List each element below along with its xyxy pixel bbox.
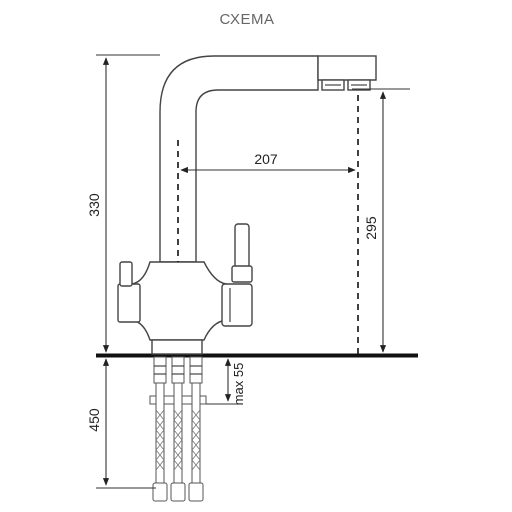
- right-cartridge: [221, 283, 253, 327]
- dim-label-spout-reach: 207: [254, 151, 278, 167]
- diagram-title: СХЕМА: [220, 11, 275, 28]
- supply-hoses: [149, 356, 207, 502]
- dim-label-hose-length: 450: [86, 408, 102, 432]
- mixer-body: [121, 261, 239, 341]
- faucet-base: [151, 339, 203, 355]
- right-lever-icon: [234, 223, 250, 269]
- spout-tip: [317, 55, 377, 81]
- dim-label-mount-thickness: max 55: [231, 363, 246, 406]
- dim-label-spout-height: 295: [363, 216, 379, 240]
- left-cartridge: [117, 283, 141, 323]
- left-lever-icon: [119, 261, 133, 287]
- faucet-body: [117, 55, 377, 355]
- dim-label-total-height: 330: [86, 193, 102, 217]
